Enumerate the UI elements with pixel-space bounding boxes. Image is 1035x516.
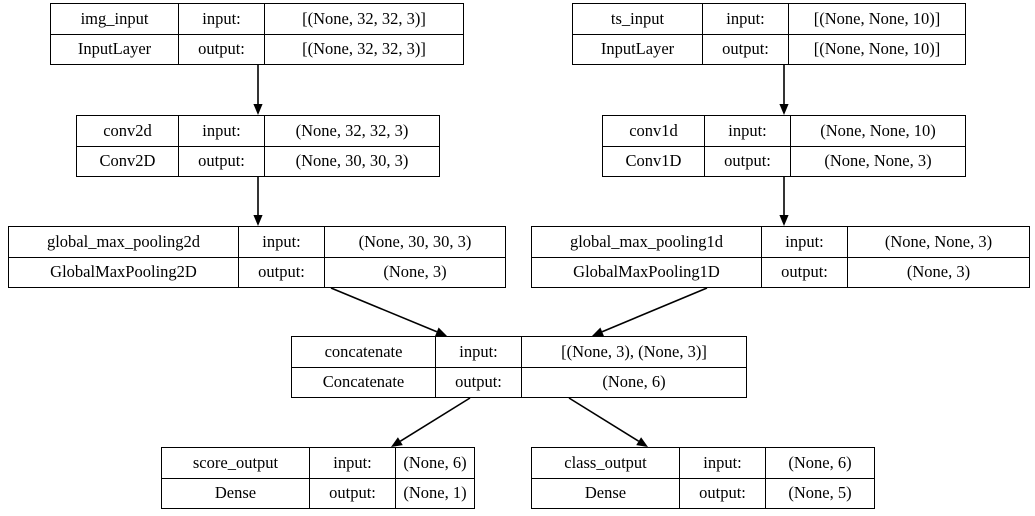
node-output-shape: [(None, 32, 32, 3)] [302,39,426,58]
edge-gmp1d-to-concatenate [592,287,708,337]
node-layer-name: conv2d [77,116,179,146]
node-input-label: input: [680,448,766,478]
node-input-shape: [(None, None, 10)] [813,8,941,28]
node-output-shape: [(None, None, 10)] [813,39,941,58]
node-layer-class: InputLayer [573,34,703,64]
node-layer-class: InputLayer [51,34,179,64]
node-input-shape: (None, 6) [403,452,467,472]
node-layer-class: Dense [532,478,680,508]
node-layer-name: score_output [162,448,310,478]
node-output-label: output: [179,146,265,176]
node-output-label: output: [762,257,848,287]
node-input-shape: [(None, 3), (None, 3)] [561,341,707,361]
edge-conv1d-to-gmp1d [779,177,789,226]
node-layer-name: global_max_pooling2d [9,227,239,257]
node-input-shape: [(None, 32, 32, 3)] [302,8,426,28]
node-layer-class: Dense [162,478,310,508]
edge-concatenate-to-score_output [391,397,471,447]
node-input-label: input: [703,4,789,34]
node-output-label: output: [239,257,325,287]
edge-img_input-to-conv2d [253,65,263,115]
node-layer-class: GlobalMaxPooling2D [9,257,239,287]
node-output-label: output: [703,34,789,64]
node-input-label: input: [239,227,325,257]
node-output-shape: (None, 3) [906,262,971,281]
node-input-label: input: [436,337,522,367]
node-output-label: output: [310,478,396,508]
node-input-shape: (None, 30, 30, 3) [358,231,472,251]
node-input-label: input: [762,227,848,257]
node-layer-name: global_max_pooling1d [532,227,762,257]
node-input-shape: (None, 32, 32, 3) [295,120,409,140]
node-layer-class: Concatenate [292,367,436,397]
node-layer-name: img_input [51,4,179,34]
node-input-label: input: [179,4,265,34]
node-output-shape: (None, 3) [383,262,447,281]
node-output-shape: (None, 5) [788,483,852,502]
node-input-label: input: [179,116,265,146]
node-input-shape: (None, None, 3) [884,231,993,251]
node-output-label: output: [436,367,522,397]
node-input-label: input: [705,116,791,146]
edge-ts_input-to-conv1d [779,65,789,115]
node-output-shape: (None, 6) [602,372,666,391]
node-output-label: output: [680,478,766,508]
node-input-shape: (None, 6) [788,452,852,472]
node-output-shape: (None, None, 3) [824,151,932,170]
node-output-shape: (None, 1) [403,483,467,502]
node-output-shape: (None, 30, 30, 3) [295,151,409,170]
edge-conv2d-to-gmp2d [253,177,263,226]
node-output-label: output: [705,146,791,176]
node-layer-name: conv1d [603,116,705,146]
node-layer-name: ts_input [573,4,703,34]
node-output-label: output: [179,34,265,64]
node-layer-class: GlobalMaxPooling1D [532,257,762,287]
node-layer-class: Conv1D [603,146,705,176]
node-input-label: input: [310,448,396,478]
edge-concatenate-to-class_output [568,397,648,447]
node-layer-name: class_output [532,448,680,478]
edge-gmp2d-to-concatenate [330,287,447,337]
node-layer-name: concatenate [292,337,436,367]
node-layer-class: Conv2D [77,146,179,176]
node-input-shape: (None, None, 10) [820,120,936,140]
